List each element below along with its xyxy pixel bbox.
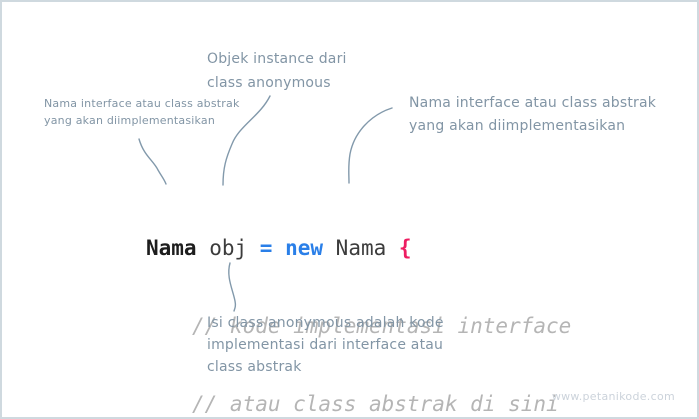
note-line: implementasi dari interface atau	[207, 337, 444, 353]
code-token-identifier: obj	[196, 236, 260, 260]
note-line: yang akan diimplementasikan	[44, 114, 216, 127]
note-line: Objek instance dari	[207, 51, 347, 67]
code-line-declaration: Nama obj = new Nama {	[146, 235, 571, 261]
code-token-keyword-new: new	[285, 236, 324, 260]
note-line: Nama interface atau class abstrak	[409, 95, 657, 111]
connector-top-right-to-nama2	[348, 107, 393, 184]
connector-top-left-to-nama	[138, 138, 167, 185]
note-top-right: Nama interface atau class abstrak yang a…	[409, 92, 656, 138]
note-bottom: Isi class anonymous adalah kode implemen…	[207, 312, 444, 378]
code-block: Nama obj = new Nama { // kode implementa…	[146, 183, 572, 417]
note-line: Nama interface atau class abstrak	[44, 97, 240, 110]
code-comment-line-1: // kode implementasi interface	[192, 314, 572, 338]
note-line: class anonymous	[207, 75, 331, 91]
note-line: yang akan diimplementasikan	[409, 118, 626, 134]
code-token-operator: =	[259, 236, 286, 260]
code-token-class-name: Nama	[146, 236, 197, 260]
watermark-url: www.petanikode.com	[551, 390, 675, 403]
code-token-class-reference: Nama	[323, 236, 399, 260]
note-line: Isi class anonymous adalah kode	[207, 315, 444, 331]
code-comment-line-2: // atau class abstrak di sini	[192, 392, 559, 416]
code-token-open-brace: {	[398, 236, 412, 260]
note-top-center: Objek instance dari class anonymous	[207, 47, 347, 95]
note-line: class abstrak	[207, 359, 302, 375]
note-top-left: Nama interface atau class abstrak yang a…	[44, 95, 240, 129]
